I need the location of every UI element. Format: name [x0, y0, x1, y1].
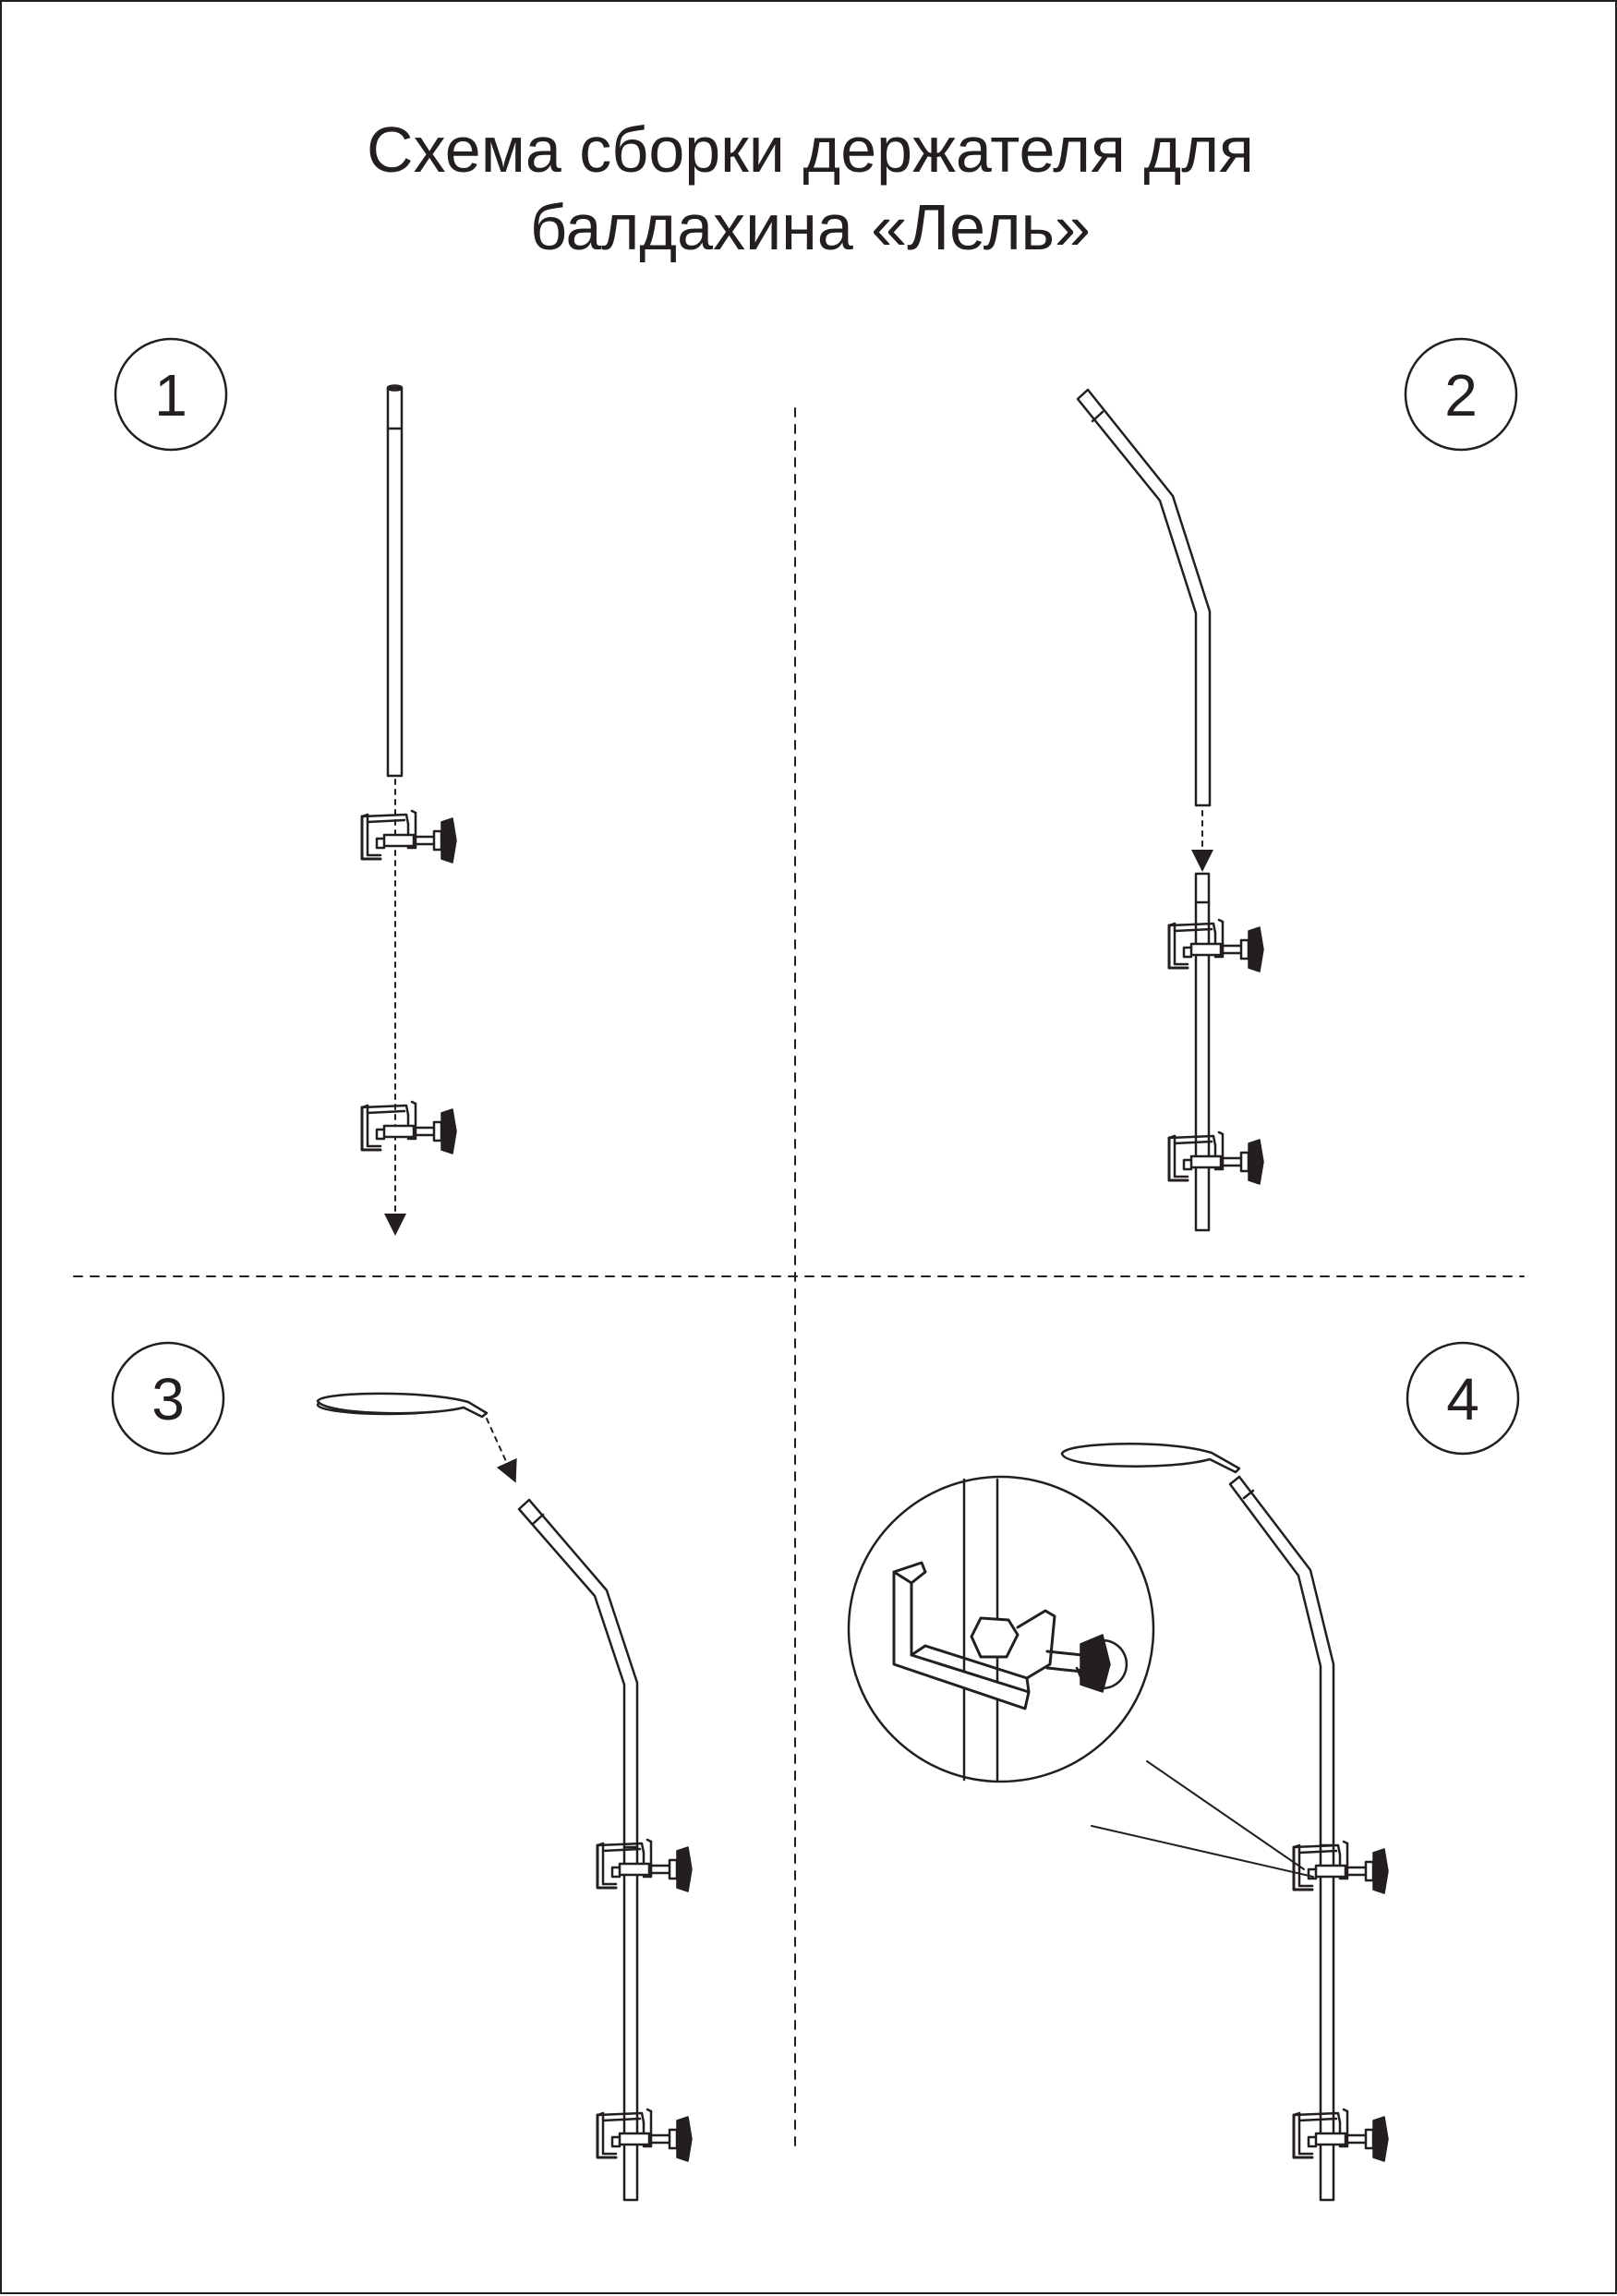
- title-line-2: балдахина «Лель»: [530, 191, 1091, 263]
- upper-clamp-icon: [596, 1838, 694, 1893]
- step-3-circle: [111, 1341, 225, 1456]
- step-2-number: 2: [1444, 362, 1478, 429]
- lower-clamp-icon: [360, 1100, 458, 1155]
- step-2-illustration: [1076, 388, 1265, 1232]
- step-1-illustration: [360, 384, 458, 1236]
- step-3-badge: 3: [111, 1341, 225, 1456]
- upper-clamp-icon: [360, 809, 458, 864]
- insert-arrow-icon: [486, 1418, 517, 1483]
- lower-clamp-icon: [596, 2108, 694, 2163]
- bent-pole-tube: [517, 1498, 639, 2202]
- step-1-badge: 1: [114, 337, 228, 452]
- page-title: Схема сборки держателя для балдахина «Ле…: [2, 111, 1617, 266]
- panel-separators: [73, 407, 1525, 2150]
- lower-clamp-icon: [1292, 2108, 1390, 2163]
- lower-clamp-icon: [1167, 1130, 1265, 1186]
- step-4-badge: 4: [1406, 1341, 1520, 1456]
- step-2-circle: [1404, 337, 1518, 452]
- bent-pole-tube: [1076, 388, 1212, 807]
- upper-pole-tube: [386, 384, 404, 778]
- step-1-number: 1: [154, 362, 187, 429]
- canopy-ring: [316, 1392, 489, 1419]
- step-3-illustration: [316, 1392, 694, 2202]
- step-2-badge: 2: [1404, 337, 1518, 452]
- detail-callout: [847, 1475, 1314, 1878]
- upper-clamp-icon: [1167, 918, 1265, 973]
- canopy-ring: [1060, 1443, 1241, 1474]
- step-4-circle: [1406, 1341, 1520, 1456]
- straight-pole-tube: [1194, 872, 1211, 1232]
- step-4-number: 4: [1446, 1366, 1479, 1432]
- upper-clamp-icon: [1292, 1840, 1390, 1895]
- step-1-circle: [114, 337, 228, 452]
- step-3-number: 3: [151, 1366, 185, 1432]
- step-4-illustration: [847, 1443, 1390, 2202]
- title-line-1: Схема сборки держателя для: [367, 114, 1254, 186]
- assembled-pole: [1228, 1475, 1335, 2202]
